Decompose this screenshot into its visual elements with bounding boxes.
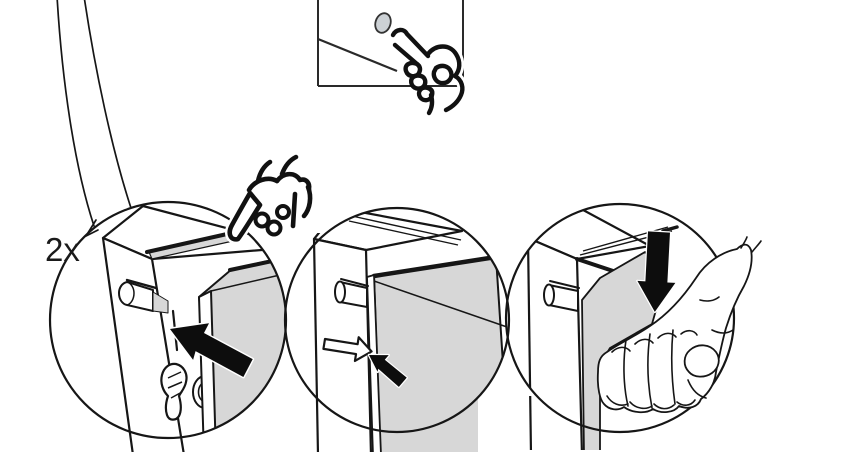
callout-band [56,0,132,239]
detail-inset [317,0,468,118]
shelf-panel [581,251,669,450]
cam-slot [118,278,169,314]
arrow-left-icon [168,321,255,379]
top-groove [348,215,462,246]
panel-edge-line [317,37,398,73]
arrow-down-icon [636,230,677,314]
dowel-peg [334,278,369,308]
gripping-hand-icon [596,236,762,414]
target-dot [374,12,392,34]
step-circle-2-outline [283,206,511,434]
step-circle-3 [504,202,762,450]
quantity-label: 2x [45,231,80,268]
step-circle-2 [283,206,511,452]
pointing-hand-icon [388,25,468,118]
arrow-nudge-icon [367,353,408,389]
step-circle-3-outline [504,202,736,434]
thumb [683,344,720,378]
keyhole [160,362,188,421]
dowel-peg [543,280,580,312]
pointing-hand-icon [225,152,315,245]
arrow-right-outline-icon [322,336,373,363]
step-circle-1 [48,152,315,452]
